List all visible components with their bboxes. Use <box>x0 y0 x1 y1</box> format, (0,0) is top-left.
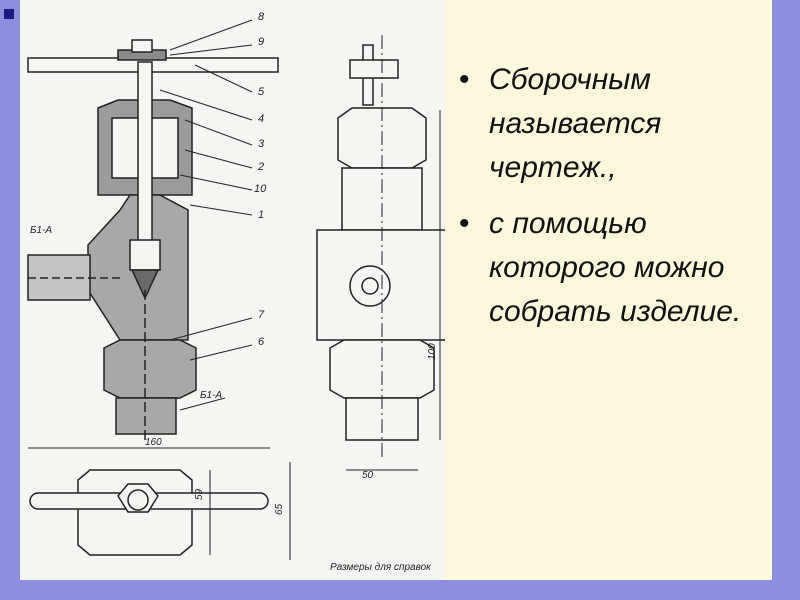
bullet-text-2: с помощью которого можно собрать изделие… <box>489 207 742 328</box>
dimension-height-a: 59 <box>194 488 205 500</box>
callout-10: 10 <box>254 183 267 195</box>
callout-1: 1 <box>258 209 264 221</box>
callout-2: 2 <box>257 161 264 173</box>
callout-9: 9 <box>258 36 264 48</box>
callout-6: 6 <box>258 336 265 348</box>
bottom-frame-band <box>0 580 800 600</box>
dimension-height-right: 100 <box>427 343 438 360</box>
dimension-height-b: 65 <box>274 503 285 515</box>
assembly-drawing: 8 9 5 4 3 2 10 1 7 6 Б1-А Б1-А 160 50 59… <box>20 0 448 580</box>
callout-5: 5 <box>258 86 265 98</box>
text-panel <box>445 0 772 580</box>
bullet-dot-icon: • <box>459 207 470 240</box>
bullet-list: • Сборочным называется чертеж., • с помо… <box>457 58 772 346</box>
right-frame-band <box>772 0 800 600</box>
corner-square-icon <box>4 9 14 19</box>
callout-7: 7 <box>258 309 265 321</box>
dimension-mid-width: 50 <box>362 470 374 481</box>
drawing-note: Размеры для справок <box>330 562 432 573</box>
dimension-top-width: 160 <box>145 437 162 448</box>
bullet-item-1: • Сборочным называется чертеж., <box>457 58 772 190</box>
section-label-lower: Б1-А <box>200 390 222 401</box>
bullet-dot-icon: • <box>459 63 470 96</box>
bullet-text-1: Сборочным называется чертеж., <box>489 63 662 184</box>
callout-4: 4 <box>258 113 264 125</box>
callout-3: 3 <box>258 138 265 150</box>
bullet-item-2: • с помощью которого можно собрать издел… <box>457 202 772 334</box>
section-label-upper: Б1-А <box>30 225 52 236</box>
callout-8: 8 <box>258 11 265 23</box>
